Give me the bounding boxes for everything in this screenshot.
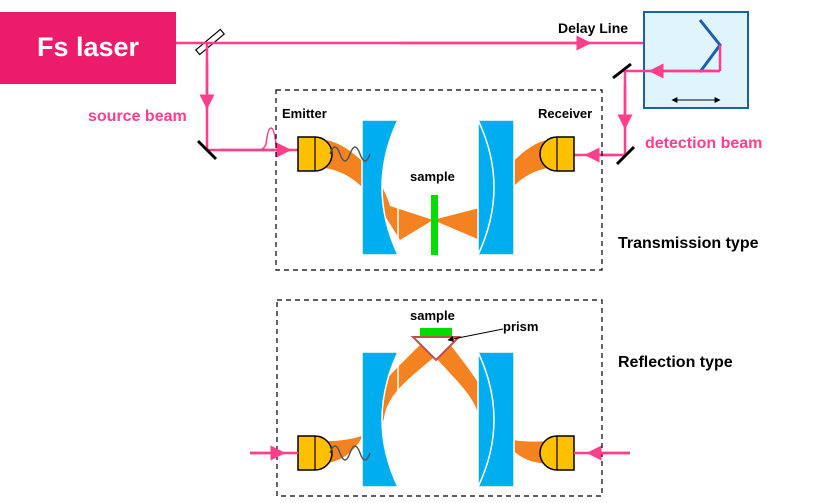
delay-mirror <box>612 62 632 80</box>
pulse-shape <box>257 127 285 151</box>
emitter-lens <box>361 119 399 256</box>
transmission-type-label: Transmission type <box>618 235 759 252</box>
delay-line-label: Delay Line <box>558 20 628 36</box>
emitter-label: Emitter <box>282 106 327 121</box>
receiver-lens <box>477 119 515 256</box>
detection-beam-label: detection beam <box>645 135 762 152</box>
thz-wave-emitter <box>329 146 371 162</box>
thz-beam-receiver-side <box>433 140 548 240</box>
prism-pointer <box>447 328 504 342</box>
reflection-receiver-lens <box>477 351 515 488</box>
transmission-frame <box>275 89 603 271</box>
transmission-sample-label: sample <box>410 169 455 184</box>
source-mirror <box>196 139 218 161</box>
source-beam-label: source beam <box>88 108 187 125</box>
reflection-sample <box>420 328 452 336</box>
receiver-label: Receiver <box>538 106 592 121</box>
transmission-sample <box>431 195 438 255</box>
reflection-beam-receiver-side <box>427 338 558 464</box>
reflection-frame <box>276 299 603 497</box>
source-beam-path <box>199 43 298 158</box>
reflection-type-label: Reflection type <box>618 354 733 371</box>
reflection-emitter-lens <box>361 351 399 488</box>
delay-line-box <box>643 11 749 109</box>
detection-beam-path <box>574 45 722 163</box>
prism <box>410 336 462 362</box>
prism-label: prism <box>503 319 538 334</box>
detection-mirror <box>615 145 636 166</box>
fs-laser-box <box>0 12 176 84</box>
reflection-sample-label: sample <box>410 308 455 323</box>
reflection-thz-wave <box>329 445 371 461</box>
fs-laser-label: Fs laser <box>37 32 140 62</box>
